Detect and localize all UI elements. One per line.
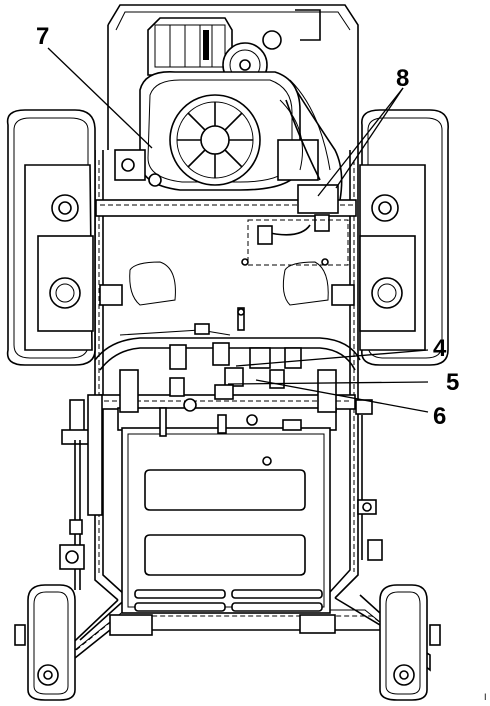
callout-7: 7 bbox=[36, 23, 49, 50]
engine-icon bbox=[114, 9, 331, 191]
right-caster-icon bbox=[379, 584, 441, 701]
control-linkage bbox=[94, 307, 361, 437]
wiring-harness bbox=[241, 89, 349, 266]
callout-6: 6 bbox=[433, 403, 446, 430]
corner-mark: I bbox=[484, 692, 487, 702]
left-wheel-icon bbox=[6, 109, 96, 366]
right-side-parts bbox=[355, 399, 383, 561]
mount-plates bbox=[99, 261, 355, 306]
leader-lines bbox=[47, 47, 429, 413]
right-wheel-icon bbox=[359, 109, 449, 366]
left-side-parts bbox=[59, 394, 103, 590]
callout-5: 5 bbox=[446, 369, 459, 396]
callout-4: 4 bbox=[433, 335, 447, 362]
deck-plate bbox=[121, 427, 331, 614]
left-caster-icon bbox=[14, 584, 76, 701]
callout-8: 8 bbox=[396, 65, 409, 92]
